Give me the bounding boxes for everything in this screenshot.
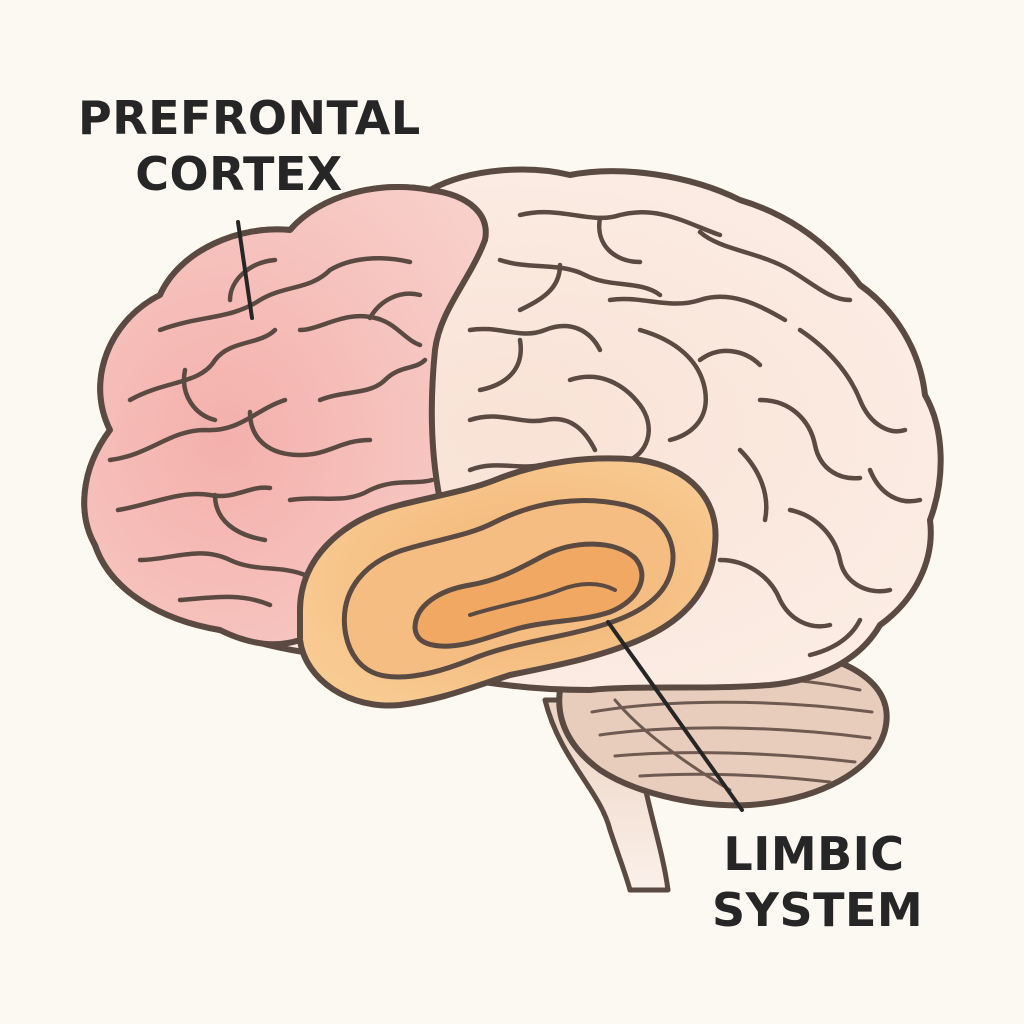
- prefrontal-gyri: [107, 256, 435, 608]
- prefrontal-leader-line: [236, 220, 254, 320]
- prefrontal-cortex-label: PREFRONTAL CORTEX: [78, 90, 421, 202]
- cortex-gyri: [429, 209, 923, 658]
- prefrontal-label-line2: CORTEX: [135, 147, 343, 201]
- limbic-leader-line: [606, 620, 744, 812]
- limbic-label-line1: LIMBIC: [723, 827, 905, 881]
- limbic-inner: [412, 541, 645, 649]
- limbic-label-line2: SYSTEM: [712, 883, 924, 937]
- limbic-inner-fold: [468, 582, 617, 617]
- prefrontal-label-line1: PREFRONTAL: [78, 91, 421, 145]
- limbic-system-label: LIMBIC SYSTEM: [712, 826, 924, 938]
